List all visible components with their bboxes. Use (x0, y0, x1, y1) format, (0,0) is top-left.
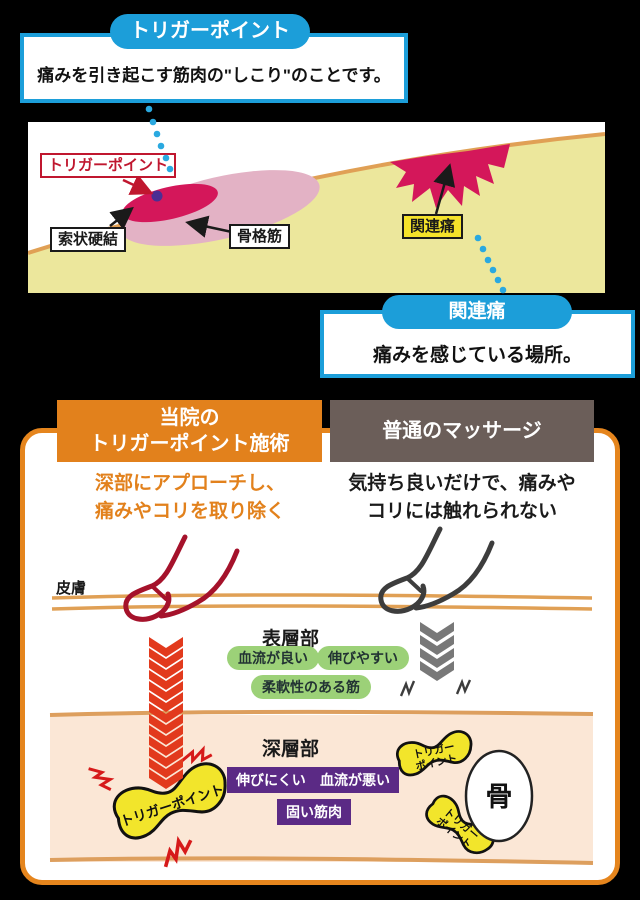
pressing-finger-shallow-icon (381, 529, 492, 611)
taut-band-arrow (109, 206, 134, 230)
skeletal-muscle-shape (120, 170, 320, 246)
label-skeletal-muscle: 骨格筋 (229, 224, 291, 249)
muscle-cross-section: トリガーポイント 索状硬結 骨格筋 関連痛 (27, 122, 606, 293)
deep-layer-top-line (49, 709, 594, 717)
stop-squiggles (399, 678, 472, 697)
header-our-treatment: 当院の トリガーポイント施術 (57, 400, 322, 462)
bone-shape (464, 749, 534, 843)
trigger-blob-top-right: トリガー ポイント (393, 727, 477, 779)
header-normal-massage: 普通のマッサージ (330, 400, 594, 462)
shallow-press-arrow (420, 622, 454, 681)
normal-massage-limitation-line1: 気持ち良いだけで、痛みや (348, 473, 576, 494)
muscle-cross-section-art (27, 132, 606, 293)
header-our-treatment-line2: トリガーポイント施術 (89, 433, 290, 455)
skin-line-upper (51, 593, 593, 600)
trigger-point-dot (151, 190, 163, 202)
surface-tag-stretchy: 伸びやすい (317, 646, 409, 670)
taut-band-shape (122, 183, 218, 223)
label-trigger-point: トリガーポイント (40, 153, 177, 178)
referred-pain-definition: 痛みを感じている場所。 (372, 345, 582, 366)
our-treatment-benefit-line1: 深部にアプローチし、 (94, 473, 285, 494)
bone-label: 骨 (486, 782, 513, 812)
label-referred-pain: 関連痛 (402, 214, 464, 239)
deep-tag-poor-blood-flow: 血流が悪い (311, 767, 399, 793)
trigger-point-pill: トリガーポイント (110, 14, 310, 49)
surface-tag-flexible: 柔軟性のある筋 (251, 675, 371, 699)
skin-label: 皮膚 (56, 580, 87, 597)
deep-tag-hard-muscle: 固い筋肉 (277, 799, 351, 825)
normal-massage-limitation-line2: コリには触れられない (366, 500, 557, 522)
our-treatment-benefit: 深部にアプローチし、 痛みやコリを取り除く (50, 470, 330, 525)
trigger-pointer-arrow (122, 174, 154, 195)
header-normal-massage-label: 普通のマッサージ (382, 419, 542, 442)
our-treatment-benefit-line2: 痛みやコリを取り除く (94, 500, 285, 522)
label-taut-band: 索状硬結 (50, 227, 127, 252)
surface-tag-blood-flow: 血流が良い (227, 646, 319, 670)
normal-massage-limitation: 気持ち良いだけで、痛みや コリには触れられない (322, 470, 602, 525)
referred-pain-arrow (433, 163, 456, 215)
header-our-treatment-line1: 当院の (159, 406, 220, 429)
deep-layer-bottom-line (49, 856, 594, 865)
skin-line-lower (51, 604, 593, 611)
referred-pain-pill: 関連痛 (382, 295, 572, 329)
skeletal-muscle-arrow (185, 215, 233, 238)
trigger-point-definition: 痛みを引き起こす筋肉の"しこり"のことです。 (37, 66, 391, 85)
deep-tag-stiff: 伸びにくい (227, 767, 315, 793)
deep-layer-label: 深層部 (262, 739, 320, 760)
surface-layer-label: 表層部 (262, 629, 320, 650)
